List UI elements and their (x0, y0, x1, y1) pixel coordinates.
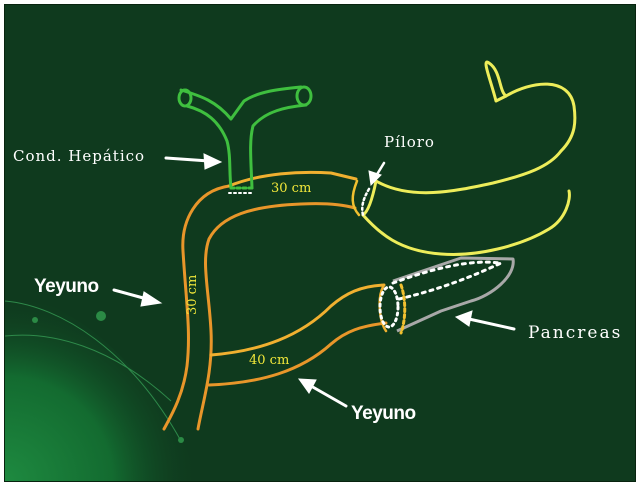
arrow-jejunum-left (114, 290, 161, 306)
vertical-limb-measurement: 30 cm (185, 275, 200, 315)
arrow-jejunum-bottom (299, 379, 346, 406)
stomach (363, 62, 575, 254)
top-limb-measurement: 30 cm (271, 181, 311, 196)
decorative-dot (178, 437, 184, 443)
bottom-limb-measurement: 40 cm (249, 353, 289, 368)
diagram-panel: Cond. Hepático Píloro Yeyuno Yeyuno Panc… (4, 4, 636, 482)
pancreas-label: Pancreas (528, 323, 622, 343)
hepatic-duct-label: Cond. Hepático (13, 147, 145, 165)
anatomy-diagram (5, 5, 635, 481)
jejunum-bottom-upper (211, 285, 384, 355)
decorative-dot (96, 311, 106, 321)
arrow-pancreas (456, 311, 514, 329)
hepatic-duct (179, 87, 311, 193)
jejunum-bottom-label: Yeyuno (351, 403, 416, 425)
decorative-dot (32, 317, 38, 323)
pancreas (393, 258, 513, 331)
jejunum-left-label: Yeyuno (34, 276, 99, 298)
arrow-hepatic-duct (166, 154, 221, 169)
jejunum-inner-wall (198, 204, 355, 429)
pylorus-label: Píloro (384, 133, 435, 151)
